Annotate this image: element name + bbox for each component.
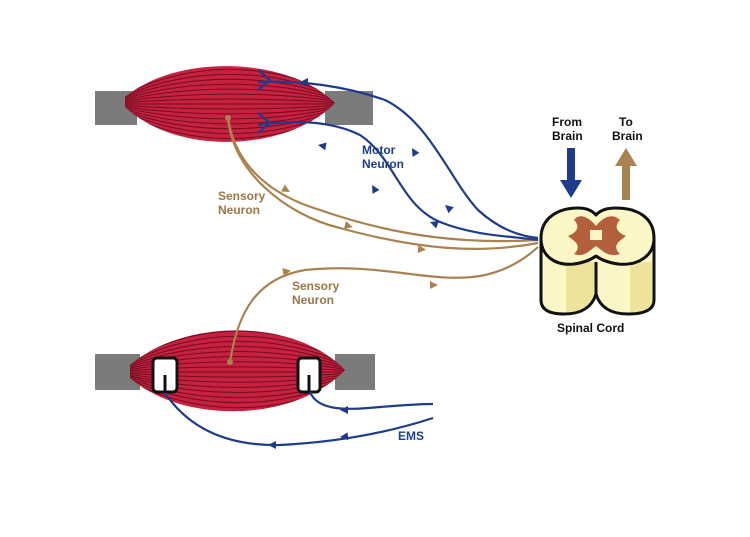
- muscle-fiber: [125, 88, 335, 102]
- motor-arrowheads: [300, 78, 454, 229]
- top-right-tendon: [325, 91, 373, 125]
- muscle-fiber: [125, 83, 335, 101]
- sensory-neuron-top-a: [226, 117, 539, 243]
- motor-neuron-lower-branch: [257, 112, 272, 134]
- muscle-fiber: [125, 73, 335, 98]
- from-brain-label: From Brain: [552, 115, 585, 143]
- sensory-neuron-top-b: [226, 117, 539, 250]
- sensory-neuron-label-top: Sensory Neuron: [218, 189, 269, 217]
- muscle-fiber: [130, 340, 345, 366]
- motor-neuron-upper-branch: [257, 69, 272, 91]
- muscle-fiber: [125, 104, 335, 110]
- ems-wire-right: [308, 391, 434, 410]
- spinal-cord-shade-left: [566, 262, 594, 312]
- motor-neuron-label: Motor Neuron: [362, 143, 404, 171]
- ems-arrowheads: [268, 406, 349, 449]
- to-brain-arrow: [615, 148, 637, 200]
- spinal-cord-label: Spinal Cord: [557, 321, 624, 335]
- spinal-cord-shade-right: [630, 262, 652, 312]
- from-brain-arrow: [560, 148, 582, 198]
- sensory-neuron-label-bottom: Sensory Neuron: [292, 279, 343, 307]
- spinal-cord: [539, 206, 656, 316]
- sensory-receptor-bottom: [227, 359, 233, 365]
- muscle-fiber: [125, 98, 335, 104]
- sensory-arrowheads: [281, 184, 438, 289]
- ems-wire-left: [164, 392, 434, 447]
- muscle-fiber: [125, 105, 335, 115]
- top-muscle: [95, 66, 373, 142]
- motor-neuron-upper: [257, 80, 539, 240]
- muscle-fiber: [125, 78, 335, 99]
- motor-neuron-lower: [257, 120, 539, 242]
- sensory-neurons: [226, 117, 539, 363]
- motor-neurons: [257, 69, 539, 242]
- ems-label: EMS: [398, 429, 424, 443]
- to-brain-label: To Brain: [612, 115, 643, 143]
- sensory-neuron-bottom: [228, 246, 539, 363]
- ems-wires: [164, 391, 434, 447]
- sensory-receptor-top: [225, 115, 231, 121]
- muscle-fiber: [125, 93, 335, 103]
